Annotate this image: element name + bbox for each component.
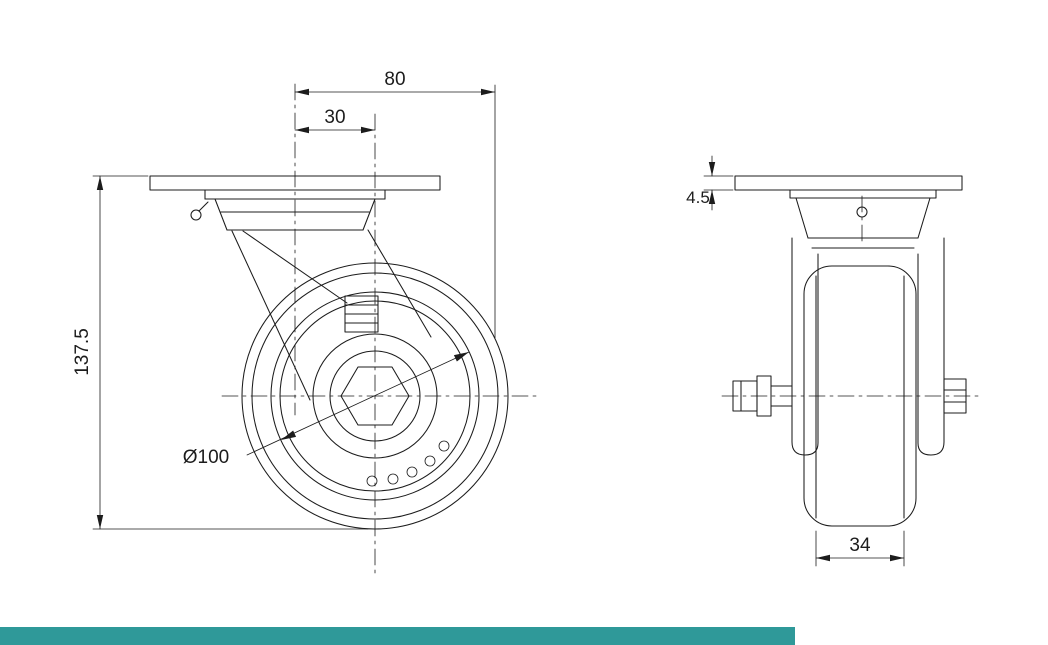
dim-label-wheel-diameter: Ø100 bbox=[183, 447, 229, 468]
axle-hex-nut bbox=[340, 366, 410, 426]
dim-swivel-offset: 30 bbox=[294, 107, 376, 134]
swivel-head-side bbox=[789, 189, 937, 249]
side-view bbox=[721, 175, 981, 527]
axle-bolt bbox=[732, 375, 793, 417]
axle-nut bbox=[943, 378, 967, 414]
fork-front bbox=[231, 229, 432, 401]
dim-label-swivel-offset: 30 bbox=[324, 107, 345, 128]
swivel-head-front bbox=[204, 189, 386, 231]
mounting-plate-front bbox=[149, 175, 441, 191]
front-view bbox=[149, 83, 541, 576]
wheel-front bbox=[241, 262, 509, 530]
fork-legs-side bbox=[791, 237, 945, 456]
dim-wheel-width: 34 bbox=[815, 530, 905, 567]
dim-label-wheel-width: 34 bbox=[849, 535, 871, 556]
dim-label-overall-height: 137.5 bbox=[72, 328, 93, 376]
wheel-side bbox=[803, 265, 917, 527]
centerlines-front bbox=[221, 83, 541, 576]
mounting-plate-side bbox=[734, 175, 963, 191]
bearing-balls bbox=[366, 440, 450, 487]
dim-top-span: 80 bbox=[294, 69, 496, 339]
dim-label-plate-thickness: 4.5 bbox=[686, 188, 710, 207]
kingpin-rivet bbox=[856, 206, 868, 218]
centerlines-side bbox=[721, 195, 981, 397]
dim-label-top-span: 80 bbox=[384, 69, 405, 90]
dim-wheel-diameter: Ø100 bbox=[183, 351, 470, 468]
grease-fitting bbox=[190, 201, 209, 221]
dim-overall-height: 137.5 bbox=[72, 175, 369, 530]
dim-plate-thickness: 4.5 bbox=[686, 155, 734, 211]
bottom-accent-bar bbox=[0, 627, 795, 645]
